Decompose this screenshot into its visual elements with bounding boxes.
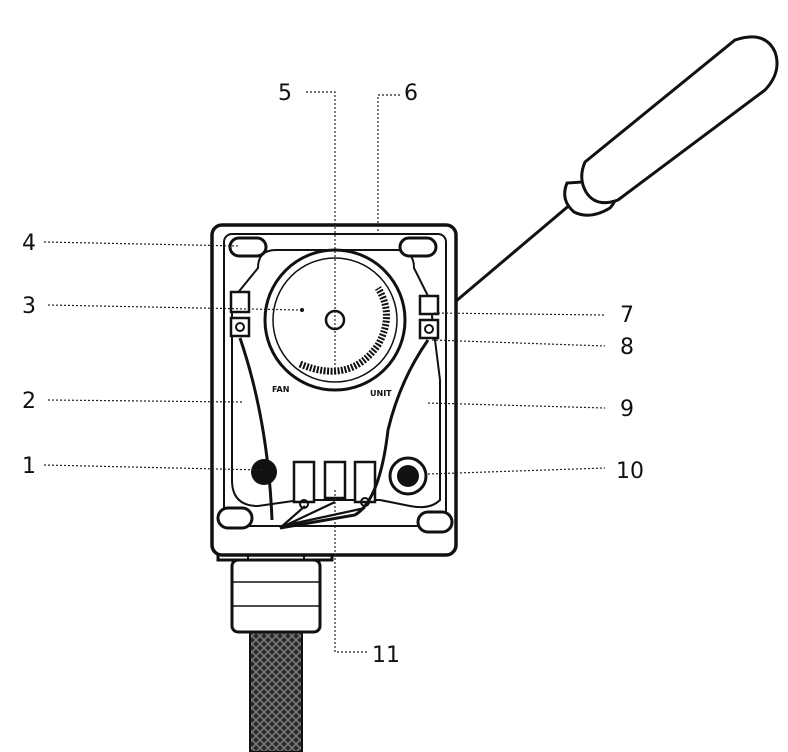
callout-7: 7 [620,303,634,328]
terminal-block-2 [323,460,347,500]
callout-4: 4 [22,231,36,256]
terminal-right-top [418,294,440,316]
thermostat-housing: FAN UNIT [210,223,458,557]
dial-marker-dot [300,308,304,312]
mounting-slot-top-right [398,236,438,258]
callout-5: 5 [278,81,292,106]
wire-bundle [279,501,366,529]
terminal-block-1 [292,460,316,504]
callout-8: 8 [620,335,634,360]
callout-9: 9 [620,397,634,422]
cable [249,627,303,752]
leader-lines [43,91,606,653]
fixing-screw [397,465,419,487]
callout-11: 11 [372,643,400,668]
mounting-slot-top-left [228,236,268,258]
dial-scale-arc [298,286,390,375]
screwdriver-shaft [435,196,579,320]
callout-2: 2 [22,389,36,414]
dial-label-unit: UNIT [370,389,392,398]
terminal-block-3 [353,460,377,504]
callout-3: 3 [22,294,36,319]
terminal-right-screw [418,318,440,340]
dial-label-fan: FAN [272,385,289,394]
mounting-slot-bottom-left [216,506,254,530]
callout-10: 10 [616,459,644,484]
mounting-slot-bottom-right [416,510,454,534]
terminal-left-screw [229,316,251,338]
inner-cover-outline [231,249,441,509]
callout-numbers: 1 2 3 4 5 6 7 8 9 10 11 [22,81,644,668]
wire-left [238,337,274,521]
cable-gland-nut [230,558,322,634]
terminal-left-top [229,290,251,314]
earth-screw [251,459,277,485]
callout-6: 6 [404,81,418,106]
screwdriver [435,35,779,320]
callout-1: 1 [22,454,36,479]
cable-entry [216,528,334,752]
wire-right [279,339,430,530]
screwdriver-handle [580,35,779,205]
